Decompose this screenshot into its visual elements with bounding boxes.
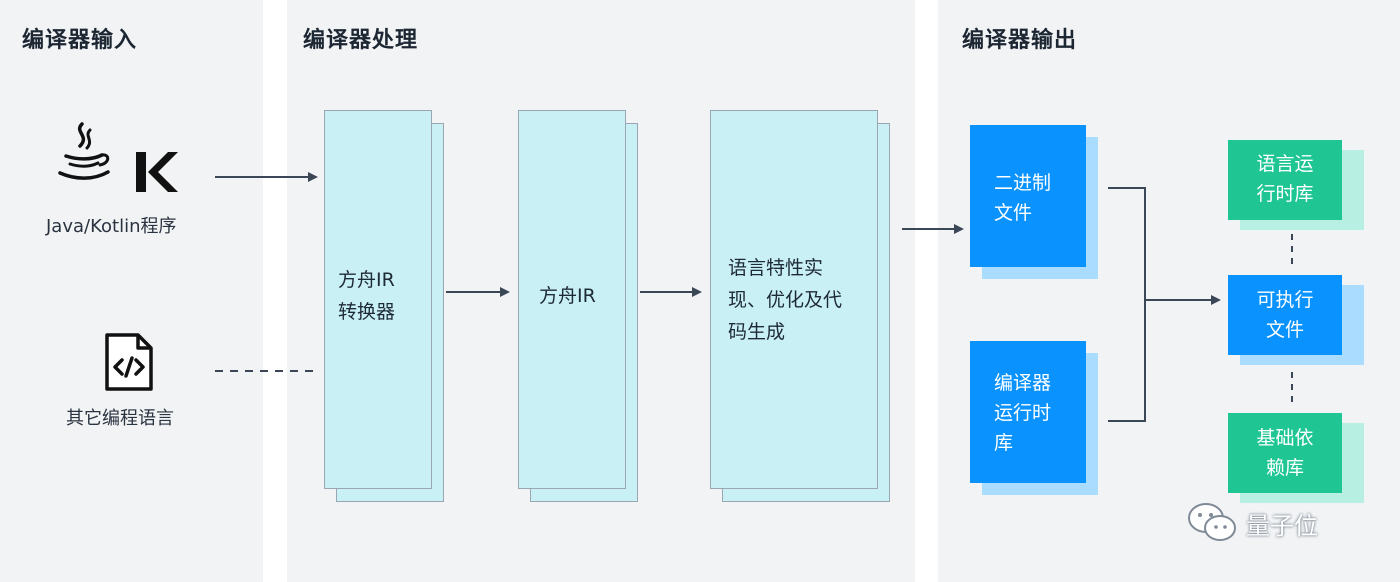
lang-runtime-box xyxy=(1228,140,1342,220)
base-deps-box xyxy=(1228,413,1342,493)
converter-label: 方舟IR 转换器 xyxy=(338,269,396,323)
input-panel-title: 编译器输入 xyxy=(22,28,138,53)
executable-box xyxy=(1228,275,1342,355)
runtime-lib-box xyxy=(970,341,1086,483)
output-panel-title: 编译器输出 xyxy=(962,28,1078,53)
lang-runtime-label: 语言运 行时库 xyxy=(1256,153,1314,205)
binary-box xyxy=(970,125,1086,267)
watermark-text: 量子位 xyxy=(1246,512,1318,540)
ir-label: 方舟IR xyxy=(539,285,596,307)
runtime-lib-label: 编译器 运行时 库 xyxy=(994,372,1052,454)
features-box xyxy=(710,110,878,489)
bracket-merge xyxy=(1108,187,1146,422)
input-panel xyxy=(0,0,263,582)
other-lang-label: 其它编程语言 xyxy=(66,408,174,429)
code-file-icon xyxy=(104,332,154,392)
process-panel-title: 编译器处理 xyxy=(303,28,419,53)
wechat-icon xyxy=(1186,500,1238,544)
executable-label: 可执行 文件 xyxy=(1256,289,1314,341)
ir-box xyxy=(518,110,626,489)
java-kotlin-label: Java/Kotlin程序 xyxy=(46,216,177,237)
features-label: 语言特性实 现、优化及代 码生成 xyxy=(728,257,843,343)
converter-box xyxy=(324,110,432,489)
binary-label: 二进制 文件 xyxy=(994,172,1052,224)
kotlin-icon xyxy=(134,150,178,194)
base-deps-label: 基础依 赖库 xyxy=(1256,427,1314,479)
java-icon xyxy=(56,120,112,186)
